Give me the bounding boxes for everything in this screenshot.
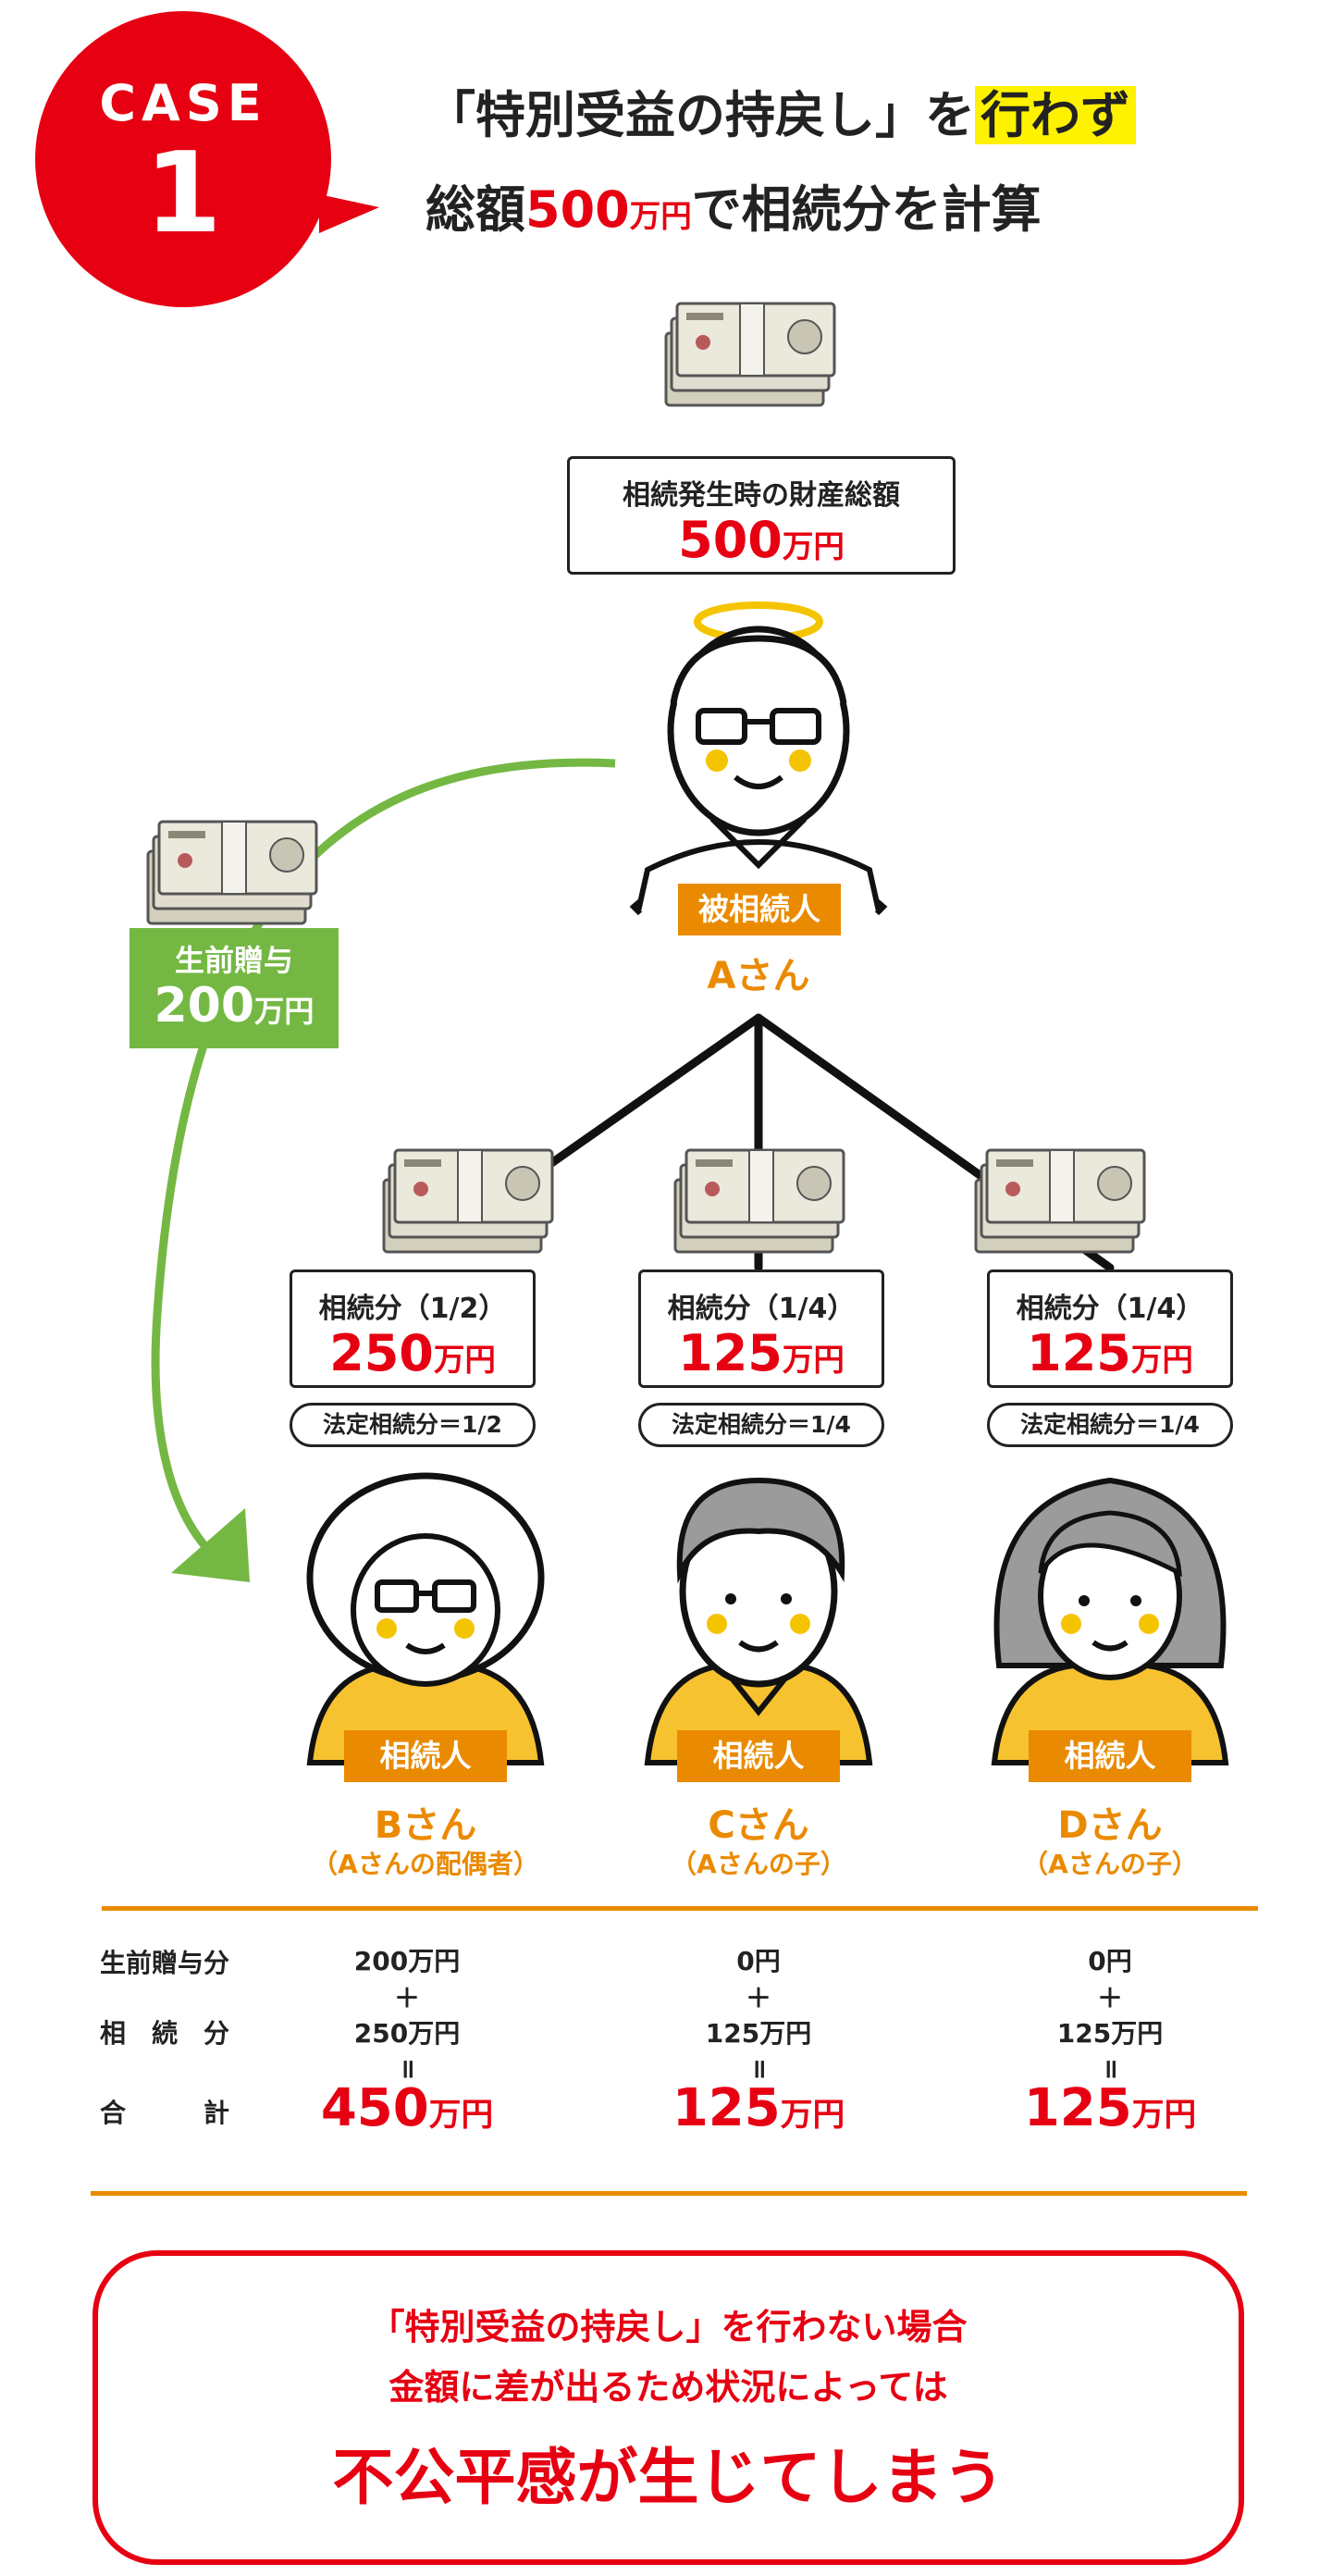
estate-unit: 万円 (782, 528, 845, 564)
heir-d-total: 125万円 (999, 2078, 1221, 2138)
decedent-a-illustration (629, 601, 888, 916)
heir-b-inherit-value: 250万円 (353, 2018, 461, 2049)
gift-amount: 200 (154, 978, 255, 1034)
headline-line2-post: で相続分を計算 (691, 180, 1042, 239)
headline-highlight: 行わず (975, 86, 1136, 144)
heir-b-name: Bさん (374, 1804, 477, 1847)
heir-d-share-label: 相続分（1/4） (1016, 1293, 1204, 1325)
case-number: 1 (144, 130, 222, 258)
heir-b-plus: ＋ (393, 1983, 420, 2013)
headline-line1-text: 「特別受益の持戻し」を (426, 86, 975, 144)
heir-b-total-amount: 450 (320, 2078, 429, 2138)
heir-d-total-amount: 125 (1023, 2078, 1132, 2138)
heir-d-share-unit: 万円 (1130, 1342, 1193, 1378)
estate-amount: 500 (678, 511, 783, 569)
summary-box: 「特別受益の持戻し」を行わない場合 金額に差が出るため状況によっては 不公平感が… (92, 2250, 1244, 2565)
heir-b-illustration (306, 1472, 545, 1765)
gift-box: 生前贈与 200万円 (130, 928, 339, 1048)
heir-c-relation: （Aさんの子） (671, 1849, 846, 1879)
summary-line2: 金額に差が出るため状況によっては (388, 2367, 948, 2408)
row-label-gift: 生前贈与分 (100, 1948, 230, 1978)
heir-b-share-unit: 万円 (433, 1342, 496, 1378)
gift-arrow (151, 758, 616, 1558)
heir-d-equals: ॥ (1102, 2053, 1118, 2084)
heir-d-total-unit: 万円 (1131, 2097, 1197, 2134)
heir-d-plus: ＋ (1096, 1983, 1123, 2013)
heir-d-relation: （Aさんの子） (1022, 1849, 1198, 1879)
heir-c-total-amount: 125 (672, 2078, 781, 2138)
heir-c-illustration (644, 1477, 873, 1765)
heir-c-total: 125万円 (648, 2078, 870, 2138)
decedent-name: Aさん (707, 955, 810, 997)
gift-money-icon (146, 820, 318, 925)
heir-d-gift-value: 0円 (1088, 1946, 1132, 1976)
heir-c-share-box: 相続分（1/4） 125万円 (638, 1269, 884, 1388)
heir-b-legal-pill: 法定相続分＝1/2 (290, 1403, 536, 1447)
gift-unit: 万円 (254, 994, 314, 1029)
case-label: CASE (99, 74, 267, 132)
gift-arrow-head (171, 1508, 250, 1582)
estate-box: 相続発生時の財産総額 500万円 (567, 456, 956, 575)
summary-line1: 「特別受益の持戻し」を行わない場合 (369, 2307, 968, 2347)
heir-b-relation: （Aさんの配偶者） (312, 1849, 539, 1879)
heir-c-role: 相続人 (677, 1730, 840, 1782)
table-top-rule (102, 1906, 1258, 1911)
heir-d-money-icon (974, 1148, 1146, 1254)
row-label-inherit: 相 続 分 (100, 2018, 230, 2049)
estate-money-icon (664, 302, 836, 407)
gift-label: 生前贈与 (174, 943, 293, 978)
row-label-total: 合 計 (100, 2098, 230, 2128)
heir-c-share-label: 相続分（1/4） (667, 1293, 856, 1325)
heir-b-gift-value: 200万円 (353, 1946, 461, 1976)
heir-b-share-box: 相続分（1/2） 250万円 (290, 1269, 536, 1388)
heir-d-share-amount: 125 (1027, 1324, 1131, 1382)
heir-c-legal-pill: 法定相続分＝1/4 (638, 1403, 884, 1447)
headline-unit: 万円 (629, 198, 692, 234)
heir-d-inherit-value: 125万円 (1056, 2018, 1164, 2049)
decedent-role: 被相続人 (678, 884, 841, 935)
heir-d-role: 相続人 (1029, 1730, 1191, 1782)
heir-d-share-box: 相続分（1/4） 125万円 (987, 1269, 1233, 1388)
case-badge (35, 11, 331, 307)
estate-label: 相続発生時の財産総額 (623, 479, 900, 512)
heir-c-gift-value: 0円 (736, 1946, 781, 1976)
heir-b-money-icon (382, 1148, 554, 1254)
heir-d-illustration (991, 1477, 1229, 1765)
heir-b-total-unit: 万円 (428, 2097, 494, 2134)
heir-b-equals: ॥ (399, 2053, 415, 2084)
heir-c-name: Cさん (708, 1804, 809, 1847)
heir-d-legal-pill: 法定相続分＝1/4 (987, 1403, 1233, 1447)
table-bottom-rule (91, 2191, 1247, 2196)
case-badge-pointer (319, 194, 379, 233)
heir-b-share-label: 相続分（1/2） (318, 1293, 507, 1325)
heir-c-share-amount: 125 (678, 1324, 783, 1382)
heir-c-equals: ॥ (750, 2053, 767, 2084)
heir-b-share-amount: 250 (329, 1324, 434, 1382)
heir-b-role: 相続人 (344, 1730, 507, 1782)
headline-amount: 500 (525, 180, 630, 239)
heir-c-share-unit: 万円 (782, 1342, 845, 1378)
heir-c-inherit-value: 125万円 (705, 2018, 812, 2049)
heir-b-total: 450万円 (296, 2078, 518, 2138)
headline-line1: 「特別受益の持戻し」を行わず (426, 74, 1136, 147)
heir-c-money-icon (673, 1148, 845, 1254)
heir-d-name: Dさん (1057, 1804, 1163, 1847)
heir-c-plus: ＋ (745, 1983, 771, 2013)
summary-line3: 不公平感が生じてしまう (332, 2442, 1005, 2513)
headline-line2-pre: 総額 (426, 180, 525, 239)
headline-line2: 総額500万円で相続分を計算 (426, 168, 1042, 242)
heir-c-total-unit: 万円 (780, 2097, 845, 2134)
